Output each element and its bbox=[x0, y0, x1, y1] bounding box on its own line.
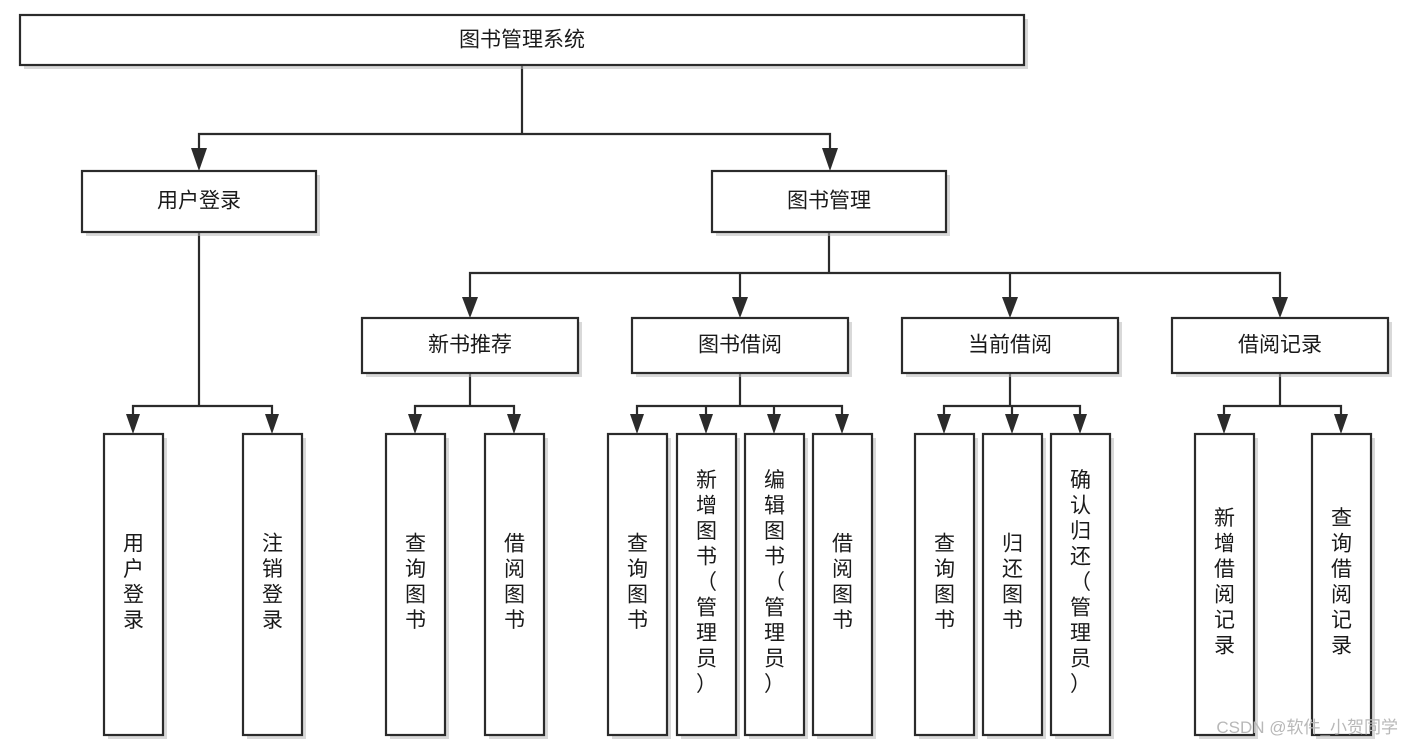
node-new-book-rec[interactable]: 新书推荐 bbox=[360, 316, 582, 377]
node-book-manage[interactable]: 图书管理 bbox=[710, 169, 950, 236]
node-leaf-confirm-return-admin-box[interactable] bbox=[1049, 432, 1112, 737]
connector-borrow-record-bus bbox=[1222, 371, 1343, 426]
node-leaf-query-book-rec-label: 查询图书 bbox=[405, 533, 426, 633]
node-leaf-user-login[interactable]: 用户登录 bbox=[102, 432, 167, 739]
node-leaf-query-book-borrow-box[interactable] bbox=[606, 432, 669, 737]
node-leaf-borrow-book-label: 借阅图书 bbox=[832, 533, 853, 633]
node-leaf-borrow-book-box[interactable] bbox=[811, 432, 874, 737]
connector-root-bus bbox=[197, 63, 832, 162]
node-leaf-query-book-current[interactable]: 查询图书 bbox=[913, 432, 978, 739]
node-current-borrow[interactable]: 当前借阅 bbox=[900, 316, 1122, 377]
node-leaf-logout-box[interactable] bbox=[241, 432, 304, 737]
arrow-icon-to-leaf-add-book-admin bbox=[699, 414, 713, 434]
arrow-icon-to-leaf-confirm-return-admin bbox=[1073, 414, 1087, 434]
node-leaf-borrow-book-rec-label: 借阅图书 bbox=[504, 533, 525, 633]
connector-user-login-bus bbox=[131, 230, 274, 426]
arrow-icon-to-leaf-edit-book-admin bbox=[767, 414, 781, 434]
node-leaf-return-book[interactable]: 归还图书 bbox=[981, 432, 1046, 739]
node-root-label: 图书管理系统 bbox=[459, 29, 585, 52]
arrow-icon-to-leaf-return-book bbox=[1005, 414, 1019, 434]
arrow-icon-to-leaf-query-borrow-record bbox=[1334, 414, 1348, 434]
node-current-borrow-box[interactable] bbox=[900, 316, 1120, 375]
node-new-book-rec-box[interactable] bbox=[360, 316, 580, 375]
node-leaf-edit-book-admin[interactable]: 编辑图书（管理员） bbox=[743, 432, 808, 739]
arrow-icon-to-user-login bbox=[191, 148, 207, 171]
node-book-manage-box[interactable] bbox=[710, 169, 948, 234]
arrow-icon-to-leaf-user-login bbox=[126, 414, 140, 434]
connector-book-manage-bus bbox=[468, 230, 1282, 310]
node-leaf-logout-label: 注销登录 bbox=[262, 533, 283, 633]
node-leaf-logout[interactable]: 注销登录 bbox=[241, 432, 306, 739]
node-root[interactable]: 图书管理系统 bbox=[18, 13, 1028, 69]
node-leaf-borrow-book-rec-box[interactable] bbox=[483, 432, 546, 737]
node-leaf-user-login-box[interactable] bbox=[102, 432, 165, 737]
arrow-icon-to-borrow-record bbox=[1272, 297, 1288, 318]
node-leaf-add-book-admin-box[interactable] bbox=[675, 432, 738, 737]
node-leaf-query-book-current-box[interactable] bbox=[913, 432, 976, 737]
arrow-icon-to-current-borrow bbox=[1002, 297, 1018, 318]
node-leaf-return-book-box[interactable] bbox=[981, 432, 1044, 737]
node-leaf-query-book-current-label: 查询图书 bbox=[934, 533, 955, 633]
arrow-icon-to-leaf-add-borrow-record bbox=[1217, 414, 1231, 434]
connector-layer bbox=[131, 63, 1343, 426]
node-leaf-query-borrow-record-label: 查询借阅记录 bbox=[1331, 507, 1352, 658]
node-leaf-confirm-return-admin-label: 确认归还（管理员） bbox=[1070, 469, 1091, 696]
node-leaf-user-login-label: 用户登录 bbox=[123, 533, 144, 633]
leaf-node-layer: 用户登录 注销登录 查询图书 借阅图书 查询图书 新增图书（管理员） 编辑图书（管理员） 借阅… bbox=[102, 432, 1375, 739]
node-leaf-query-book-rec-box[interactable] bbox=[384, 432, 447, 737]
node-user-login[interactable]: 用户登录 bbox=[80, 169, 320, 236]
node-book-borrow-box[interactable] bbox=[630, 316, 850, 375]
arrow-icon-to-leaf-query-book-current bbox=[937, 414, 951, 434]
node-leaf-query-borrow-record[interactable]: 查询借阅记录 bbox=[1310, 432, 1375, 739]
node-book-borrow[interactable]: 图书借阅 bbox=[630, 316, 852, 377]
node-user-login-label: 用户登录 bbox=[157, 190, 241, 213]
node-current-borrow-label: 当前借阅 bbox=[968, 334, 1052, 357]
node-book-manage-label: 图书管理 bbox=[787, 190, 871, 213]
node-leaf-confirm-return-admin[interactable]: 确认归还（管理员） bbox=[1049, 432, 1114, 739]
node-book-borrow-label: 图书借阅 bbox=[698, 334, 782, 357]
watermark-text: CSDN @软件_小贺同学 bbox=[1216, 718, 1398, 737]
node-leaf-query-book-borrow[interactable]: 查询图书 bbox=[606, 432, 671, 739]
arrow-icon-to-leaf-logout bbox=[265, 414, 279, 434]
arrow-icon-to-leaf-borrow-book-rec bbox=[507, 414, 521, 434]
arrowhead-layer bbox=[126, 148, 1348, 434]
arrow-icon-to-leaf-query-book-borrow bbox=[630, 414, 644, 434]
node-leaf-add-book-admin-label: 新增图书（管理员） bbox=[696, 469, 717, 696]
node-user-login-box[interactable] bbox=[80, 169, 318, 234]
node-leaf-return-book-label: 归还图书 bbox=[1002, 533, 1023, 633]
node-leaf-query-book-rec[interactable]: 查询图书 bbox=[384, 432, 449, 739]
connector-new-book-rec-bus bbox=[413, 371, 516, 426]
node-new-book-rec-label: 新书推荐 bbox=[428, 334, 512, 357]
node-leaf-add-borrow-record-box[interactable] bbox=[1193, 432, 1256, 737]
arrow-icon-to-new-book-rec bbox=[462, 297, 478, 318]
arrow-icon-to-book-manage bbox=[822, 148, 838, 171]
node-leaf-add-borrow-record[interactable]: 新增借阅记录 bbox=[1193, 432, 1258, 739]
arrow-icon-to-leaf-query-book-rec bbox=[408, 414, 422, 434]
node-borrow-record-label: 借阅记录 bbox=[1238, 334, 1322, 357]
arrow-icon-to-book-borrow bbox=[732, 297, 748, 318]
node-borrow-record-box[interactable] bbox=[1170, 316, 1390, 375]
node-leaf-query-book-borrow-label: 查询图书 bbox=[627, 533, 648, 633]
node-leaf-add-borrow-record-label: 新增借阅记录 bbox=[1214, 507, 1235, 658]
node-root-box[interactable] bbox=[18, 13, 1026, 67]
node-leaf-borrow-book[interactable]: 借阅图书 bbox=[811, 432, 876, 739]
connector-book-borrow-bus bbox=[635, 371, 844, 426]
node-leaf-edit-book-admin-label: 编辑图书（管理员） bbox=[764, 469, 785, 696]
node-borrow-record[interactable]: 借阅记录 bbox=[1170, 316, 1392, 377]
node-leaf-query-borrow-record-box[interactable] bbox=[1310, 432, 1373, 737]
node-leaf-add-book-admin[interactable]: 新增图书（管理员） bbox=[675, 432, 740, 739]
node-leaf-borrow-book-rec[interactable]: 借阅图书 bbox=[483, 432, 548, 739]
node-leaf-edit-book-admin-box[interactable] bbox=[743, 432, 806, 737]
arrow-icon-to-leaf-borrow-book bbox=[835, 414, 849, 434]
